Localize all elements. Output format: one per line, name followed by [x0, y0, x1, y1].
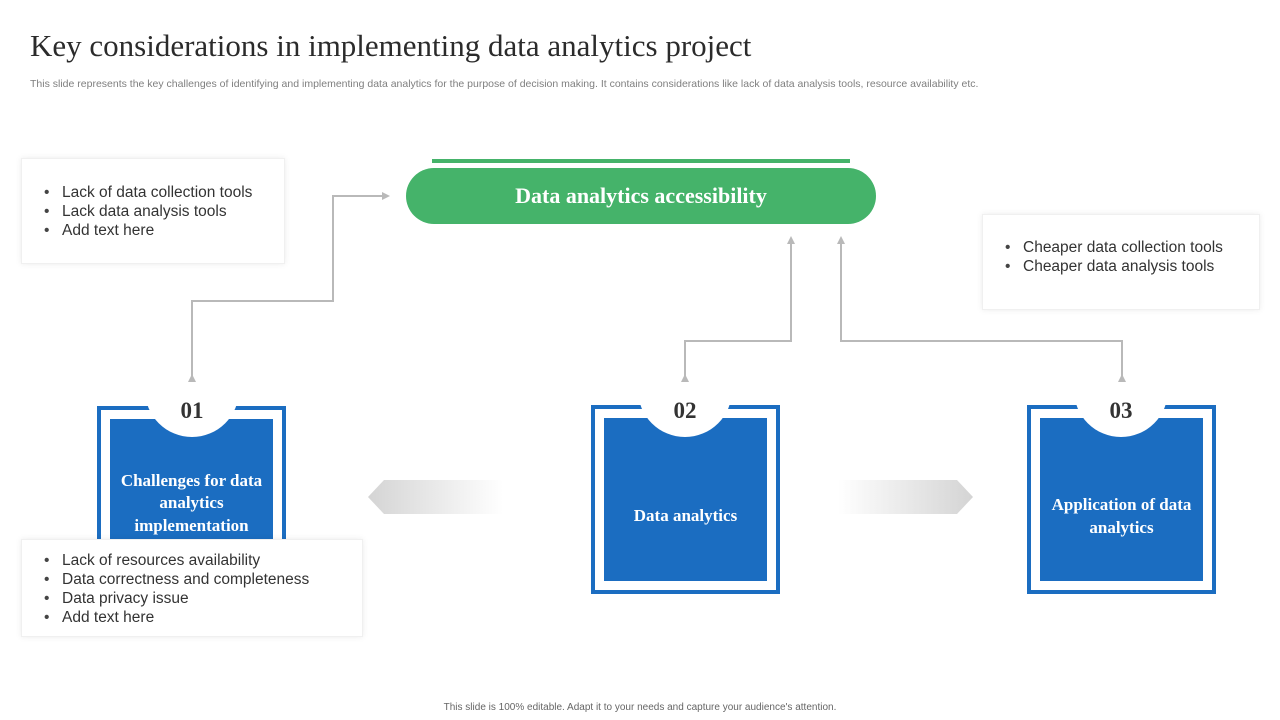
- connector-card-3-to-hub: [837, 236, 1126, 382]
- card-challenges-label: Challenges for data analytics implementa…: [110, 419, 273, 552]
- note-bottom-left: Lack of resources availability Data corr…: [21, 539, 363, 637]
- note-top-right-list: Cheaper data collection tools Cheaper da…: [983, 238, 1259, 276]
- note-item: Add text here: [44, 221, 284, 240]
- note-top-left: Lack of data collection tools Lack data …: [21, 158, 285, 264]
- note-item: Cheaper data analysis tools: [1005, 257, 1259, 276]
- note-bottom-left-list: Lack of resources availability Data corr…: [22, 551, 362, 627]
- page-subtitle: This slide represents the key challenges…: [30, 78, 979, 90]
- note-item: Data correctness and completeness: [44, 570, 362, 589]
- hub-accent-bar: [432, 159, 850, 163]
- note-top-left-list: Lack of data collection tools Lack data …: [22, 183, 284, 240]
- note-item: Lack of data collection tools: [44, 183, 284, 202]
- connector-hub-to-card-1: [188, 192, 390, 382]
- note-item: Lack data analysis tools: [44, 202, 284, 221]
- chevron-right-arrow: [838, 480, 973, 514]
- note-top-right: Cheaper data collection tools Cheaper da…: [982, 214, 1260, 310]
- note-item: Cheaper data collection tools: [1005, 238, 1259, 257]
- page-title: Key considerations in implementing data …: [30, 28, 752, 63]
- note-item: Add text here: [44, 608, 362, 627]
- card-application-label: Application of data analytics: [1040, 418, 1203, 581]
- note-item: Lack of resources availability: [44, 551, 362, 570]
- chevron-left-arrow: [368, 480, 503, 514]
- note-item: Data privacy issue: [44, 589, 362, 608]
- hub-data-analytics-accessibility: Data analytics accessibility: [406, 168, 876, 224]
- card-data-analytics-label: Data analytics: [604, 418, 767, 581]
- footer-note: This slide is 100% editable. Adapt it to…: [443, 702, 837, 713]
- connector-card-2-to-hub: [681, 236, 795, 382]
- card-challenges: Challenges for data analytics implementa…: [97, 406, 286, 556]
